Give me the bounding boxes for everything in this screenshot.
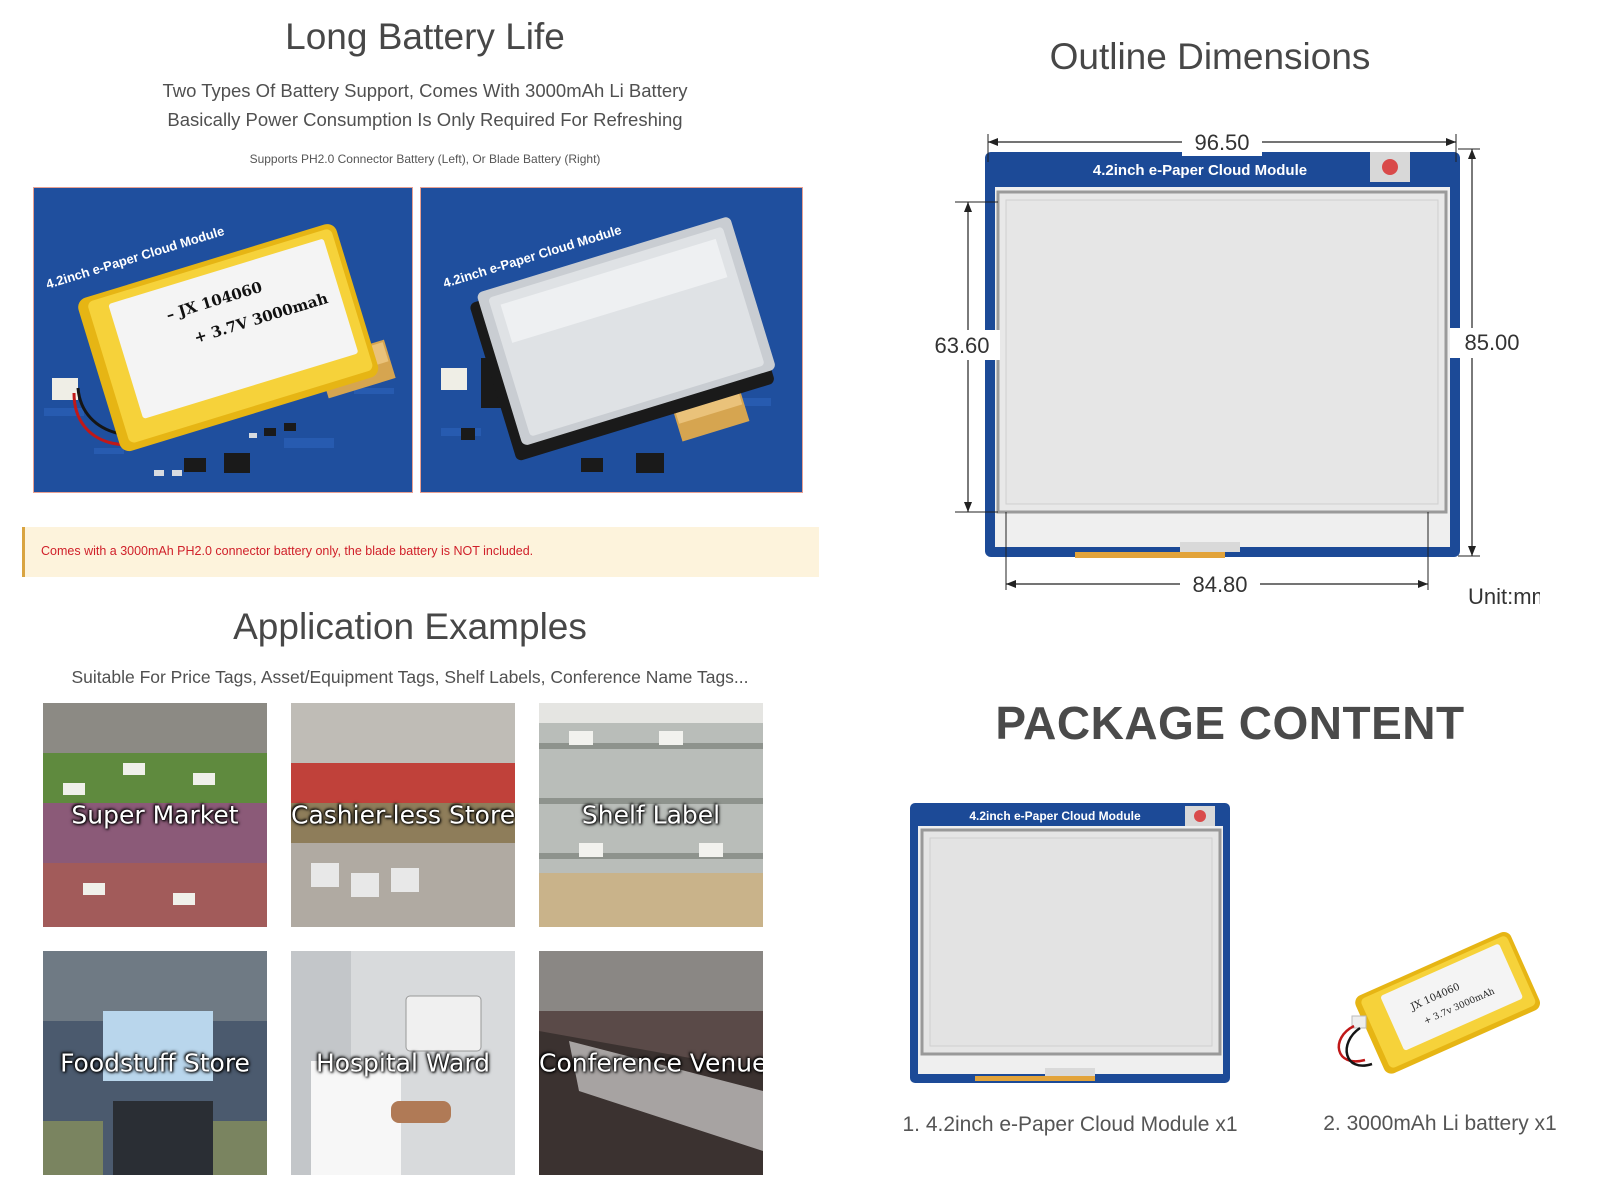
tile-label-super-market: Super Market	[71, 800, 239, 830]
package-module-label: 4.2inch e-Paper Cloud Module	[969, 809, 1141, 823]
dim-unit-label: Unit:mm	[1468, 584, 1540, 609]
tile-conference-venue: Conference Venue	[539, 951, 763, 1175]
foodstuff-store-photo	[43, 951, 267, 1175]
tile-super-market: Super Market	[43, 703, 267, 927]
package-section-title: PACKAGE CONTENT	[995, 697, 1465, 749]
outline-dimensions-drawing: 4.2inch e-Paper Cloud Module 96.50 63.60…	[920, 128, 1540, 609]
dim-top-width: 96.50	[1194, 130, 1249, 155]
tile-hospital-ward: Hospital Ward	[291, 951, 515, 1175]
tile-shelf-label: Shelf Label	[539, 703, 763, 927]
package-item-1: 1. 4.2inch e-Paper Cloud Module x1	[902, 1113, 1238, 1136]
outline-section-title: Outline Dimensions	[1049, 36, 1371, 77]
tile-label-cashier-less-store: Cashier-less Store	[291, 800, 515, 830]
battery-support-note: Supports PH2.0 Connector Battery (Left),…	[249, 152, 601, 166]
tile-label-conference-venue: Conference Venue	[539, 1048, 763, 1078]
package-item-2: 2. 3000mAh Li battery x1	[1323, 1112, 1557, 1135]
tile-label-hospital-ward: Hospital Ward	[315, 1048, 491, 1078]
dim-bottom-width: 84.80	[1192, 572, 1247, 597]
applications-section-title: Application Examples	[233, 606, 587, 647]
applications-subtitle: Suitable For Price Tags, Asset/Equipment…	[71, 667, 749, 687]
ph20-battery-illustration: – JX 104060 + 3.7V 3000mah 4.2inch e-Pap…	[34, 188, 412, 492]
package-module-image: 4.2inch e-Paper Cloud Module	[910, 803, 1230, 1083]
super-market-photo	[43, 703, 267, 927]
hospital-ward-photo	[291, 951, 515, 1175]
battery-description-line2: Basically Power Consumption Is Only Requ…	[167, 109, 683, 130]
battery-warning-text: Comes with a 3000mAh PH2.0 connector bat…	[41, 544, 534, 558]
outline-board-label: 4.2inch e-Paper Cloud Module	[1093, 162, 1307, 179]
cashier-less-store-photo	[291, 703, 515, 927]
tile-foodstuff-store: Foodstuff Store	[43, 951, 267, 1175]
photo-ph20-battery: – JX 104060 + 3.7V 3000mah 4.2inch e-Pap…	[33, 187, 413, 493]
shelf-label-photo	[539, 703, 763, 927]
tile-label-foodstuff-store: Foodstuff Store	[60, 1048, 250, 1078]
dim-right-height: 85.00	[1464, 330, 1519, 355]
photo-blade-battery: 4.2inch e-Paper Cloud Module	[420, 187, 803, 493]
blade-battery-illustration: 4.2inch e-Paper Cloud Module	[421, 188, 802, 492]
battery-warning-notice: Comes with a 3000mAh PH2.0 connector bat…	[22, 527, 819, 577]
battery-section-title: Long Battery Life	[285, 16, 565, 57]
conference-venue-photo	[539, 951, 763, 1175]
tile-label-shelf-label: Shelf Label	[581, 800, 721, 830]
dim-left-height: 63.60	[934, 333, 989, 358]
battery-description-line1: Two Types Of Battery Support, Comes With…	[162, 80, 688, 101]
tile-cashier-less-store: Cashier-less Store	[291, 703, 515, 927]
package-battery-image: JX 104060 + 3.7v 3000mAh	[1337, 931, 1540, 1074]
battery-description: Two Types Of Battery Support, Comes With…	[30, 76, 820, 134]
